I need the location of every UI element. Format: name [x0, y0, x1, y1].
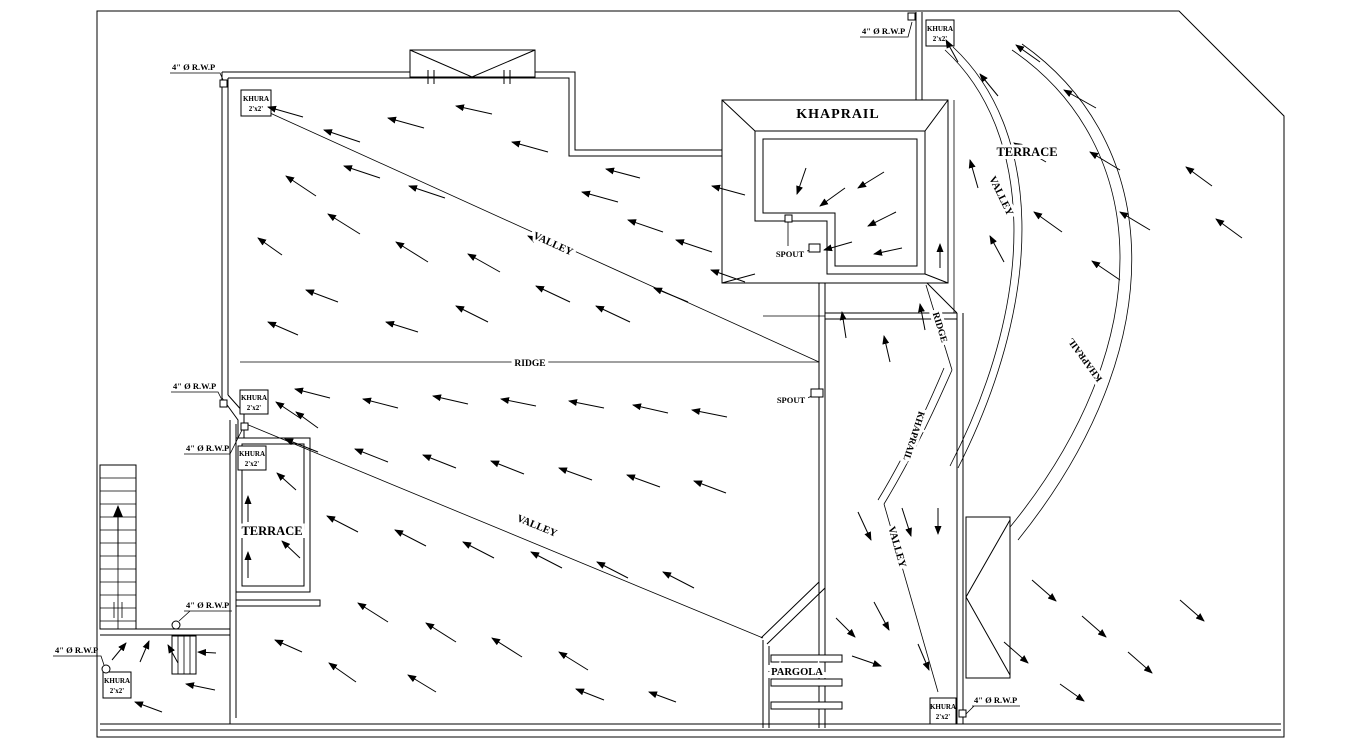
khura-top-right-name: KHURA — [927, 25, 953, 33]
spout-upper-label: SPOUT — [776, 249, 805, 259]
khaprail-curved-inner-label: KHAPRAIL — [900, 410, 925, 462]
spout-mid-label: SPOUT — [777, 395, 806, 405]
ridge-valley-lines — [240, 112, 953, 693]
right-dormer — [965, 516, 1011, 679]
top-dormer — [409, 49, 536, 84]
khura-bottom-right-size: 2'x2' — [936, 713, 950, 721]
khaprail-box — [721, 99, 949, 284]
terrace-room — [235, 437, 311, 593]
rwp-bottom-left-label: 4" Ø R.W.P — [55, 645, 98, 655]
khura-top-left-name: KHURA — [243, 95, 269, 103]
slope-arrows — [111, 39, 1243, 713]
rwp-mid-left-1-label: 4" Ø R.W.P — [173, 381, 216, 391]
khaprail-label: KHAPRAIL — [796, 107, 879, 122]
rwp-markers — [53, 12, 1020, 718]
rwp-mid-left-2-label: 4" Ø R.W.P — [186, 443, 229, 453]
valley-strip-label: VALLEY — [885, 525, 907, 569]
rwp-stair-label: 4" Ø R.W.P — [186, 600, 229, 610]
ridge-label: RIDGE — [514, 359, 545, 369]
stair-up-arrow-icon — [113, 505, 123, 517]
small-duct — [171, 635, 197, 675]
khura-bottom-left-name: KHURA — [104, 677, 130, 685]
rwp-bottom-right-label: 4" Ø R.W.P — [974, 695, 1017, 705]
khura-mid-1-name: KHURA — [241, 394, 267, 402]
khura-bottom-left-size: 2'x2' — [110, 687, 124, 695]
khura-mid-2-size: 2'x2' — [245, 460, 259, 468]
rwp-top-left-label: 4" Ø R.W.P — [172, 62, 215, 72]
khura-mid-1-size: 2'x2' — [247, 404, 261, 412]
khaprail-curved-outer-label: KHAPRAIL — [1067, 336, 1105, 383]
khura-mid-2-name: KHURA — [239, 450, 265, 458]
valley-upper-label: VALLEY — [531, 231, 575, 259]
khura-top-left-size: 2'x2' — [249, 105, 263, 113]
khura-top-right-size: 2'x2' — [933, 35, 947, 43]
rwp-top-right-label: 4" Ø R.W.P — [862, 26, 905, 36]
khura-bottom-right-name: KHURA — [930, 703, 956, 711]
pargola-structure — [762, 640, 843, 728]
khura-boxes — [102, 19, 957, 725]
terrace-left-label: TERRACE — [241, 524, 302, 538]
plot-boundary — [96, 10, 1285, 738]
curved-khaprail-bands — [944, 43, 1133, 541]
staircase — [99, 464, 137, 630]
terrace-top-right-label: TERRACE — [996, 145, 1057, 159]
ridge-rotated-label: RIDGE — [930, 311, 949, 344]
pargola-label: PARGOLA — [771, 667, 823, 678]
main-roof-walls — [100, 12, 1281, 731]
valley-lower-label: VALLEY — [515, 513, 559, 540]
